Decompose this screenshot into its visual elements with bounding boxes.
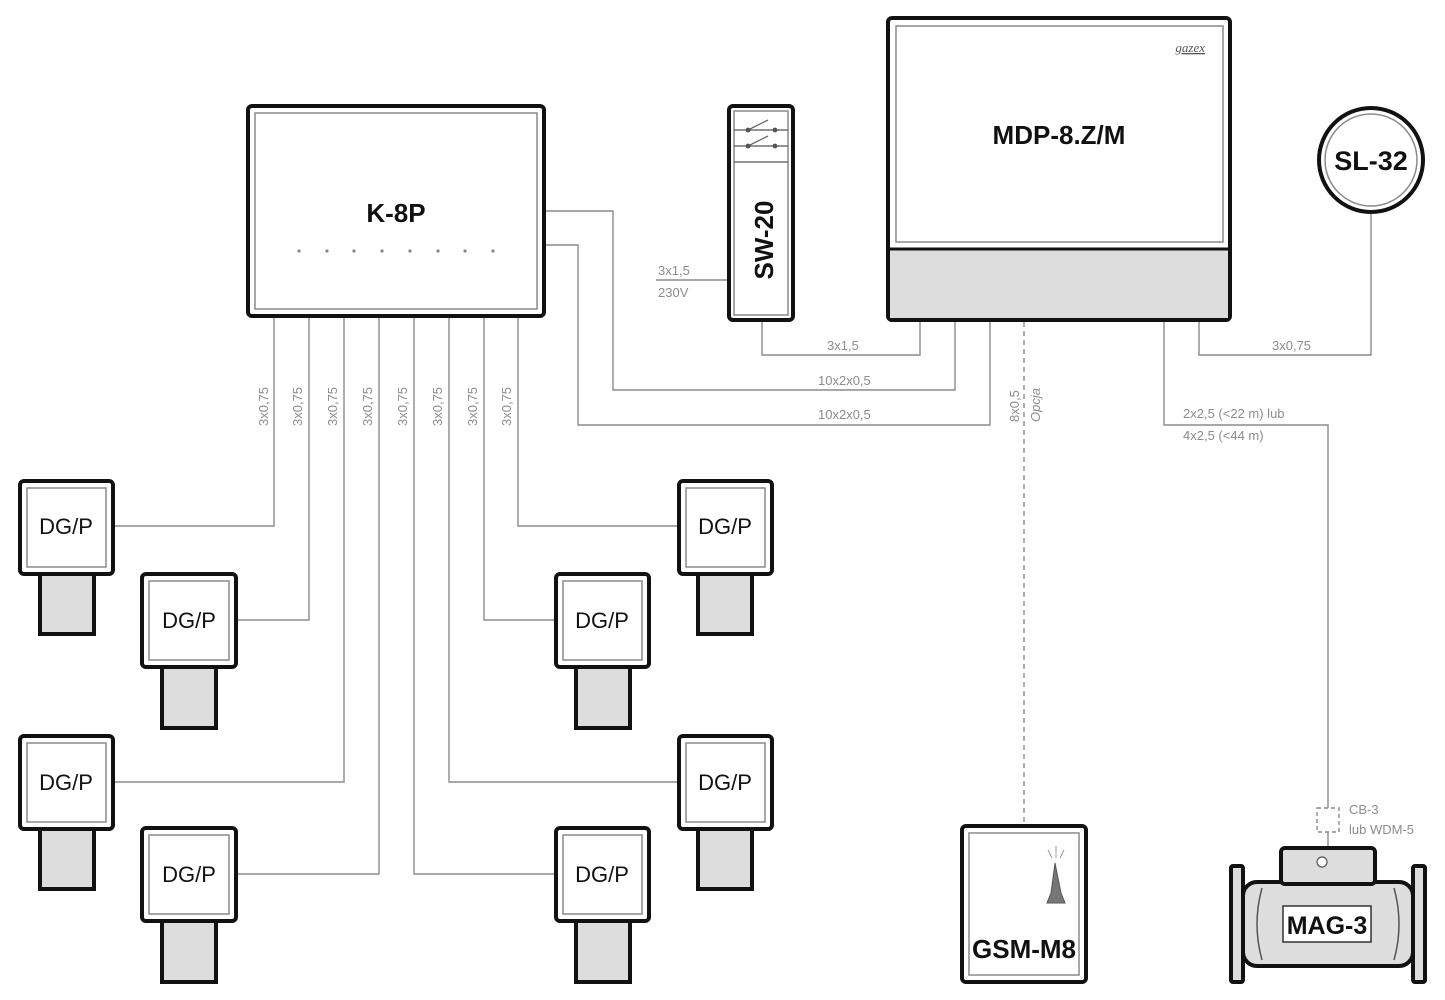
wire-k8p-dg4: [237, 318, 380, 875]
k8p-mdp-cable-label-1: 10x2x0,5: [818, 373, 871, 388]
wdm5-label: lub WDM-5: [1349, 822, 1414, 837]
wire-k8p-dg6: [448, 318, 679, 783]
wire-k8p-dg2: [237, 318, 310, 621]
wires: [113, 210, 1372, 875]
junction-box-optional: [1316, 807, 1340, 833]
cable-label-dg6: 3x0,75: [430, 387, 445, 426]
sw20-label: SW-20: [749, 201, 779, 280]
sl32-siren: SL-32: [1317, 106, 1425, 214]
sl32-label: SL-32: [1334, 146, 1408, 176]
power-cable-label: 3x1,5: [658, 263, 690, 278]
wire-k8p-dg3: [113, 318, 345, 783]
cable-label-dg5: 3x0,75: [395, 387, 410, 426]
cable-label-dg8: 3x0,75: [499, 387, 514, 426]
cable-label-dg2: 3x0,75: [290, 387, 305, 426]
gas-detector-7: DG/P: [554, 572, 651, 730]
gas-detector-label: DG/P: [575, 608, 629, 633]
sw20-switch: SW-20: [727, 104, 795, 322]
sl32-cable-label: 3x0,75: [1272, 338, 1311, 353]
wire-mdp-mag3: [1163, 322, 1329, 808]
mag3-label: MAG-3: [1287, 912, 1368, 940]
wire-k8p-mdp-1: [545, 210, 956, 391]
mag3-valve: MAG-3: [1229, 846, 1427, 984]
gsm-cable-label: 8x0,5: [1007, 390, 1022, 422]
gas-detector-8: DG/P: [677, 479, 774, 636]
gas-detector-label: DG/P: [162, 862, 216, 887]
gas-detector-label: DG/P: [698, 514, 752, 539]
cable-label-dg4: 3x0,75: [360, 387, 375, 426]
wire-k8p-mdp-2: [545, 244, 991, 426]
gas-detector-3: DG/P: [18, 734, 115, 891]
gas-detector-label: DG/P: [575, 862, 629, 887]
cable-label-dg1: 3x0,75: [256, 387, 271, 426]
k8p-mdp-cable-label-2: 10x2x0,5: [818, 407, 871, 422]
wire-mdp-sl32: [1198, 212, 1372, 356]
k8p-led-row: [297, 249, 495, 253]
wire-k8p-dg5: [413, 318, 556, 875]
gsm-option-label: Opcja: [1028, 388, 1043, 422]
switch-symbol-icon: [734, 119, 788, 163]
gas-detector-label: DG/P: [39, 514, 93, 539]
gas-detector-6: DG/P: [677, 734, 774, 891]
antenna-icon: [1046, 846, 1066, 904]
gas-detector-4: DG/P: [140, 826, 238, 984]
wire-sw20-mdp: [761, 322, 921, 356]
gas-detector-label: DG/P: [698, 770, 752, 795]
gazex-logo: gazex: [1175, 40, 1205, 55]
gsm-module: GSM-M8: [960, 824, 1088, 984]
gas-detector-1: DG/P: [18, 479, 115, 636]
cb3-label: CB-3: [1349, 802, 1379, 817]
k8p-module: K-8P: [246, 104, 546, 318]
wire-k8p-dg7: [483, 318, 556, 621]
mdp-module: MDP-8.Z/M gazex: [886, 16, 1232, 322]
sw20-mdp-cable-label: 3x1,5: [827, 338, 859, 353]
wire-k8p-dg8: [517, 318, 679, 527]
mag3-cable-label-1: 2x2,5 (<22 m) lub: [1183, 406, 1285, 421]
gas-detector-2: DG/P: [140, 572, 238, 730]
gas-detector-label: DG/P: [162, 608, 216, 633]
wire-labels: 3x0,75 3x0,75 3x0,75 3x0,75 3x0,75 3x0,7…: [256, 263, 1414, 837]
gas-detector-label: DG/P: [39, 770, 93, 795]
mdp-label: MDP-8.Z/M: [993, 120, 1126, 150]
power-voltage-label: 230V: [658, 285, 689, 300]
gsm-label: GSM-M8: [972, 934, 1076, 964]
k8p-label: K-8P: [366, 198, 425, 228]
cable-label-dg7: 3x0,75: [465, 387, 480, 426]
gas-detector-5: DG/P: [554, 826, 651, 984]
mag3-cable-label-2: 4x2,5 (<44 m): [1183, 428, 1264, 443]
wire-k8p-dg1: [113, 318, 275, 527]
cable-label-dg3: 3x0,75: [325, 387, 340, 426]
